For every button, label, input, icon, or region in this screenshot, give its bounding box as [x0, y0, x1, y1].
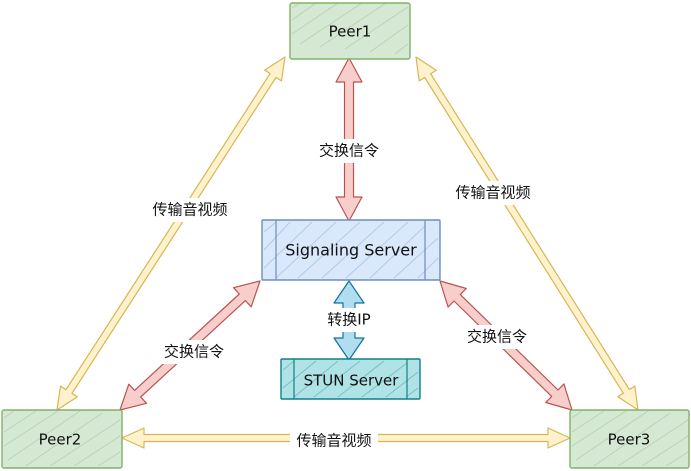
label-bg — [320, 308, 378, 332]
node-peer3[interactable]: Peer3 — [569, 409, 690, 469]
signaling-server-label: Signaling Server — [285, 241, 417, 260]
label-bg — [461, 325, 533, 349]
peer2-label: Peer2 — [39, 431, 82, 449]
label-bg — [146, 198, 234, 222]
edge-label-peer3-signaling: 交换信令 — [467, 328, 527, 346]
edge-label-peer1-signaling: 交换信令 — [319, 142, 379, 160]
edge-label-peer1-peer3: 传输音视频 — [455, 184, 530, 202]
node-signaling-server[interactable]: Signaling Server — [261, 219, 441, 281]
label-bg — [449, 181, 537, 205]
node-peer1[interactable]: Peer1 — [289, 2, 411, 60]
label-bg — [158, 340, 230, 364]
stun-server-label: STUN Server — [304, 372, 400, 390]
arrow-shape — [415, 56, 639, 411]
media-arrow-peer1-peer3 — [415, 56, 639, 411]
edge-label-peer1-peer2: 传输音视频 — [152, 201, 227, 219]
peer3-label: Peer3 — [608, 431, 651, 449]
edge-label-peer2-signaling: 交换信令 — [164, 343, 224, 361]
edge-label-peer2-peer3: 传输音视频 — [296, 432, 371, 450]
node-stun-server[interactable]: STUN Server — [280, 358, 421, 400]
label-bg — [290, 429, 378, 453]
peer1-label: Peer1 — [329, 23, 372, 41]
edge-label-signaling-stun: 转换IP — [327, 311, 370, 329]
label-bg — [313, 139, 385, 163]
node-peer2[interactable]: Peer2 — [1, 409, 123, 469]
